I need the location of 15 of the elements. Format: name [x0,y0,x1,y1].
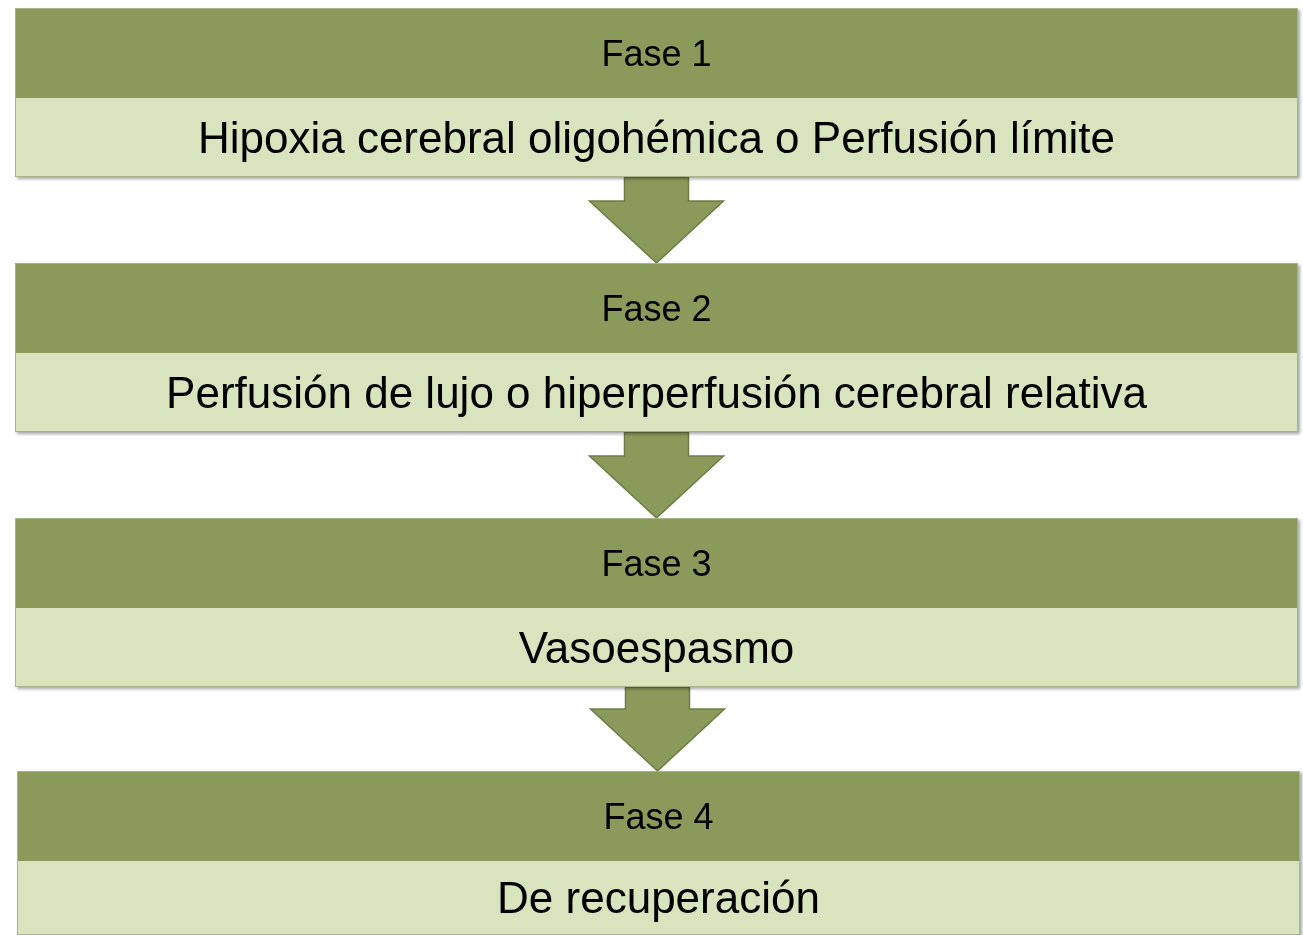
block-arrow [587,176,726,265]
phase-heading: Fase 3 [601,541,712,586]
block-arrow [588,686,727,773]
phase-description: Perfusión de lujo o hiperperfusión cerebral relativa [166,366,1147,419]
phase-box [15,8,1298,177]
phase-box [17,771,1300,935]
phase-heading: Fase 2 [601,286,712,331]
phase-description: Hipoxia cerebral oligohémica o Perfusión límite [197,111,1116,164]
block-arrow [587,431,726,520]
phase-box [15,518,1298,687]
phase-description: Vasoespasmo [518,621,795,674]
phase-description: De recuperación [497,872,820,924]
phase-heading: Fase 4 [603,794,714,839]
phase-box [15,263,1298,432]
phase-heading: Fase 1 [601,31,712,76]
